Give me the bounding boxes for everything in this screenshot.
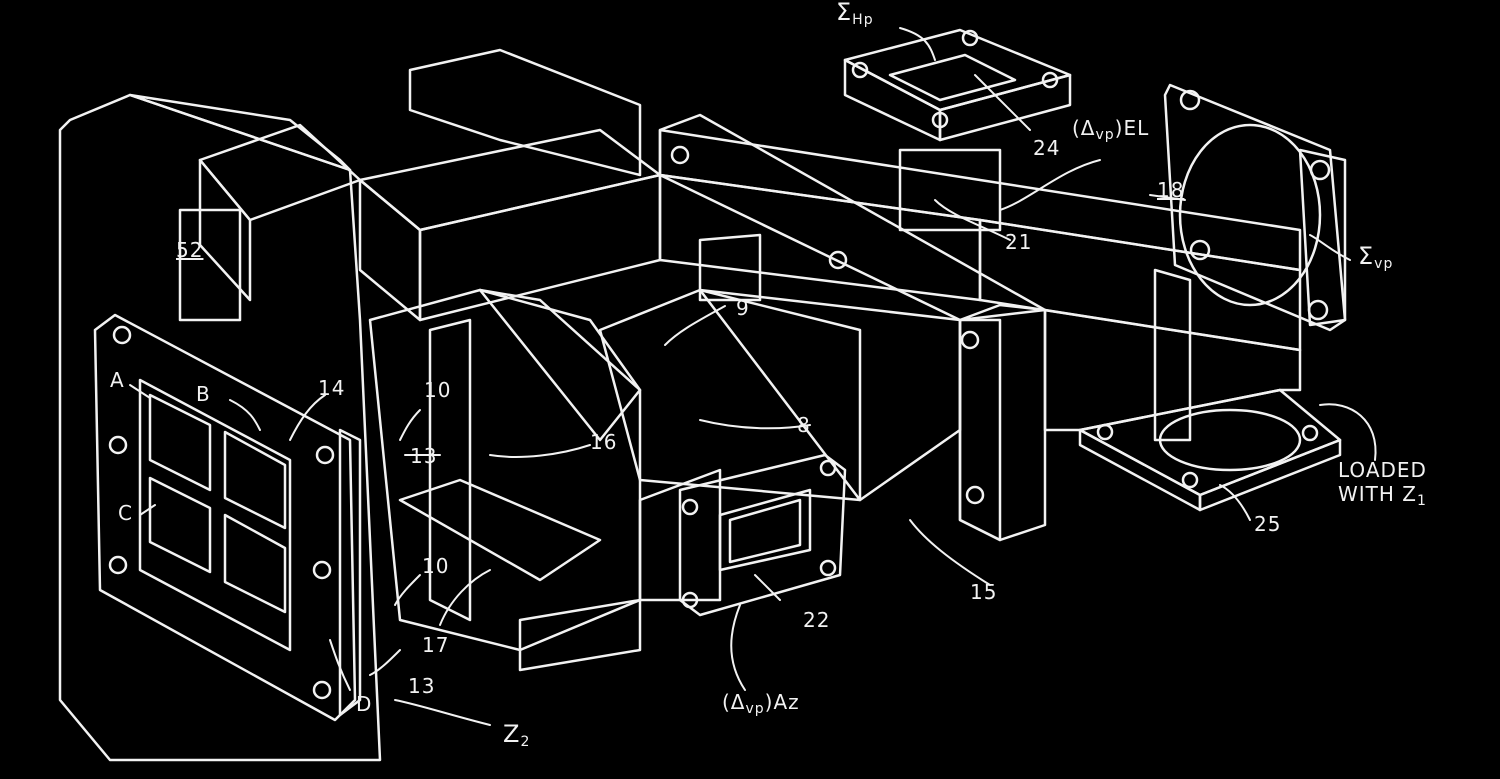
label-sigma-hp: ΣHp <box>836 0 874 28</box>
middle-plate <box>658 113 1047 542</box>
label-21: 21 <box>1005 230 1033 254</box>
leader-lines <box>129 27 1377 726</box>
right-body <box>1043 268 1302 442</box>
label-13-bot: 13 <box>408 674 436 698</box>
front-flange <box>93 313 362 722</box>
label-52: 52 <box>176 238 204 262</box>
label-16: 16 <box>590 430 618 454</box>
load-flange <box>1078 388 1342 512</box>
rear-waveguide <box>358 128 662 322</box>
label-15: 15 <box>970 580 998 604</box>
label-10-top: 10 <box>424 378 452 402</box>
left-body <box>58 48 642 762</box>
label-17: 17 <box>422 633 450 657</box>
label-sigma-vp: Σvp <box>1358 242 1394 272</box>
center-branch <box>898 148 1002 232</box>
label-25: 25 <box>1254 512 1282 536</box>
hybrid-block <box>368 288 642 672</box>
label-24: 24 <box>1033 136 1061 160</box>
label-14: 14 <box>318 376 346 400</box>
sigma-vp-flange <box>1163 83 1347 332</box>
label-A: A <box>110 368 125 392</box>
label-delta-el: (Δvp)EL <box>1072 116 1150 143</box>
label-z2: Z2 <box>503 720 531 750</box>
sigma-hp-flange <box>843 28 1072 142</box>
label-8: 8 <box>797 413 811 437</box>
label-loaded-1: LOADED <box>1338 458 1427 482</box>
label-loaded-2: WITH Z1 <box>1338 482 1427 509</box>
label-B: B <box>196 382 211 406</box>
label-delta-az: (Δvp)Az <box>722 690 800 717</box>
label-10-mid: 10 <box>422 554 450 578</box>
label-13-top: 13 <box>410 444 438 468</box>
label-22: 22 <box>803 608 831 632</box>
label-18: 18 <box>1157 178 1185 202</box>
delta-az-flange <box>638 453 847 617</box>
label-9: 9 <box>736 296 750 320</box>
label-D: D <box>356 692 373 716</box>
label-C: C <box>118 501 133 525</box>
